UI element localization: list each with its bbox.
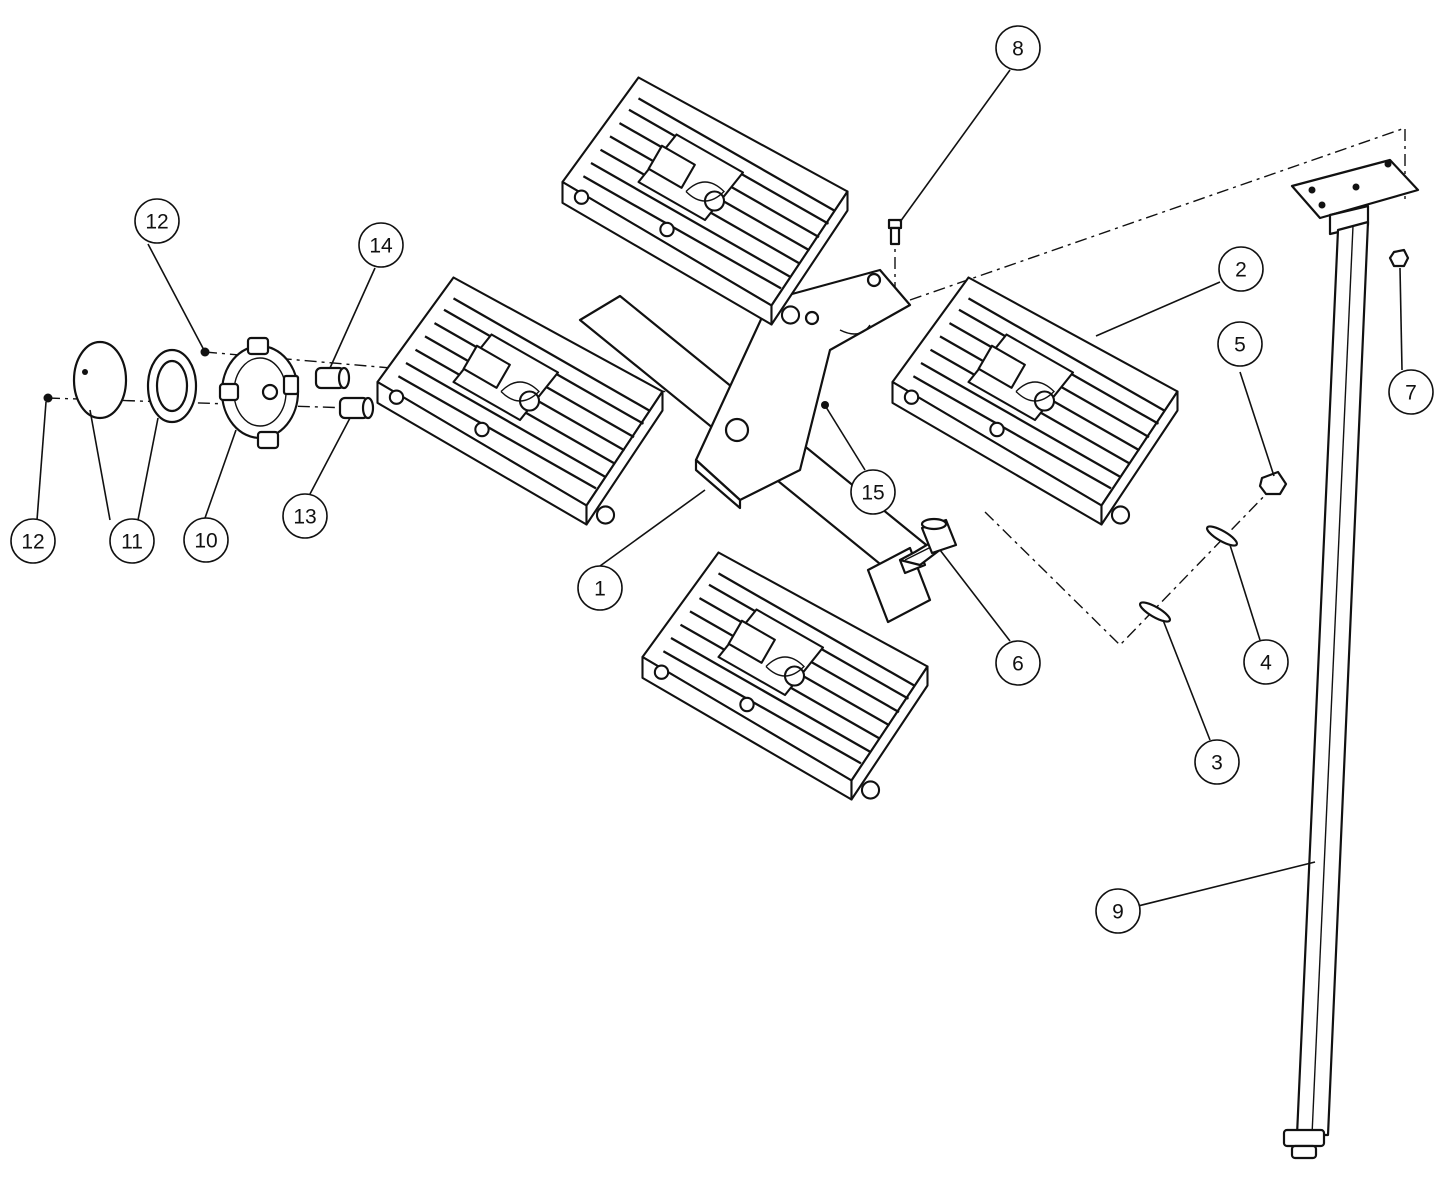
callout-4-label: 4 xyxy=(1260,652,1272,675)
washer-part-4 xyxy=(1205,525,1239,547)
cable-gland-part-13 xyxy=(338,396,375,420)
callout-14-label: 14 xyxy=(369,235,393,258)
callout-6: 6 xyxy=(995,640,1041,686)
callout-1-label: 1 xyxy=(594,578,606,601)
pole-assembly xyxy=(1282,158,1420,1160)
callout-15: 15 xyxy=(850,469,896,515)
callout-8: 8 xyxy=(995,25,1041,71)
nut-part-7 xyxy=(1388,248,1410,268)
nut-part-5 xyxy=(1258,470,1288,496)
bushing-part-6 xyxy=(920,517,958,555)
leader-lines xyxy=(36,69,1403,907)
callout-14: 14 xyxy=(358,222,404,268)
callout-11: 11 xyxy=(109,518,155,564)
floodlight-right-part-2 xyxy=(891,276,1179,526)
callout-5-label: 5 xyxy=(1234,334,1246,357)
floodlight-top xyxy=(561,76,849,326)
callout-1: 1 xyxy=(577,565,623,611)
callout-12-lower: 12 xyxy=(10,518,56,564)
callout-3-label: 3 xyxy=(1211,752,1223,775)
bolt-part-8 xyxy=(887,218,903,246)
screw-part-12-lower xyxy=(43,393,53,403)
junction-box-part-10 xyxy=(218,336,300,450)
callout-5: 5 xyxy=(1217,321,1263,367)
gasket-part-11 xyxy=(146,348,198,424)
callout-2: 2 xyxy=(1218,246,1264,292)
callout-13: 13 xyxy=(282,493,328,539)
callout-11-label: 11 xyxy=(121,531,143,554)
callout-12-lower-label: 12 xyxy=(21,531,44,554)
screw-part-15 xyxy=(821,401,829,409)
callout-15-label: 15 xyxy=(861,482,884,505)
callout-2-label: 2 xyxy=(1235,259,1247,282)
washer-part-3 xyxy=(1138,601,1172,623)
callout-10-label: 10 xyxy=(194,530,217,553)
callout-9: 9 xyxy=(1095,888,1141,934)
callout-3: 3 xyxy=(1194,739,1240,785)
callout-8-label: 8 xyxy=(1012,38,1024,61)
cover-plate-part-11 xyxy=(72,340,128,420)
callout-12-upper: 12 xyxy=(134,198,180,244)
callout-6-label: 6 xyxy=(1012,653,1024,676)
callout-7: 7 xyxy=(1388,369,1434,415)
callout-13-label: 13 xyxy=(293,506,316,529)
callout-10: 10 xyxy=(183,517,229,563)
callout-9-label: 9 xyxy=(1112,901,1124,924)
callout-7-label: 7 xyxy=(1405,382,1417,405)
mounting-bracket-part-1 xyxy=(578,268,932,624)
callout-12-upper-label: 12 xyxy=(145,211,168,234)
callout-4: 4 xyxy=(1243,639,1289,685)
cable-gland-part-14 xyxy=(314,366,351,390)
